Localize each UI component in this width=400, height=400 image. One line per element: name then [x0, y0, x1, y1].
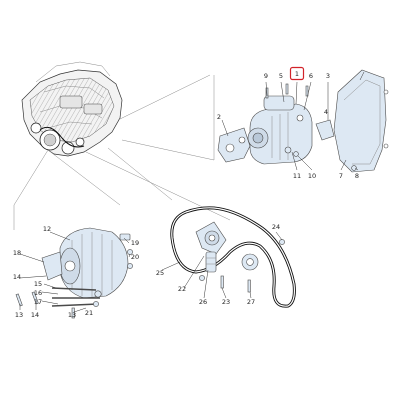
callout-19[interactable]: 19 [131, 239, 139, 247]
callout-9[interactable]: 9 [264, 72, 268, 80]
callout-5[interactable]: 5 [279, 72, 283, 80]
callout-18[interactable]: 18 [13, 249, 21, 257]
callout-23[interactable]: 23 [222, 298, 230, 306]
callout-1[interactable]: 1 [295, 70, 299, 78]
engine-overview [21, 61, 123, 157]
callout-7[interactable]: 7 [339, 172, 343, 180]
callout-25[interactable]: 25 [156, 269, 164, 277]
callout-27[interactable]: 27 [247, 298, 255, 306]
callout-leaders [19, 71, 365, 313]
callout-13[interactable]: 13 [15, 311, 23, 319]
callout-16[interactable]: 16 [34, 289, 42, 297]
callout-20[interactable]: 20 [131, 253, 139, 261]
callout-17[interactable]: 17 [34, 298, 42, 306]
callout-10[interactable]: 10 [308, 172, 316, 180]
callout-labels: 1 2 3 4 5 6 7 8 9 10 11 12 13 13 14 14 1… [13, 70, 359, 319]
callout-21[interactable]: 21 [85, 309, 93, 317]
callout-26[interactable]: 26 [199, 298, 207, 306]
callout-15[interactable]: 15 [34, 280, 42, 288]
belt-tensioner-group [170, 206, 296, 308]
callout-6[interactable]: 6 [309, 72, 313, 80]
callout-3[interactable]: 3 [326, 72, 330, 80]
callout-24[interactable]: 24 [272, 223, 280, 231]
callout-11[interactable]: 11 [293, 172, 301, 180]
callout-4[interactable]: 4 [324, 108, 328, 116]
callout-14[interactable]: 14 [31, 311, 39, 319]
callout-12[interactable]: 12 [43, 225, 51, 233]
alternator-group [15, 227, 133, 319]
callout-22[interactable]: 22 [178, 285, 186, 293]
callout-2[interactable]: 2 [217, 113, 221, 121]
callout-8[interactable]: 8 [355, 172, 359, 180]
callout-14[interactable]: 14 [13, 273, 21, 281]
callout-13[interactable]: 13 [68, 311, 76, 319]
highlight-box-callout-1 [289, 66, 305, 81]
starter-motor-group [217, 69, 389, 173]
